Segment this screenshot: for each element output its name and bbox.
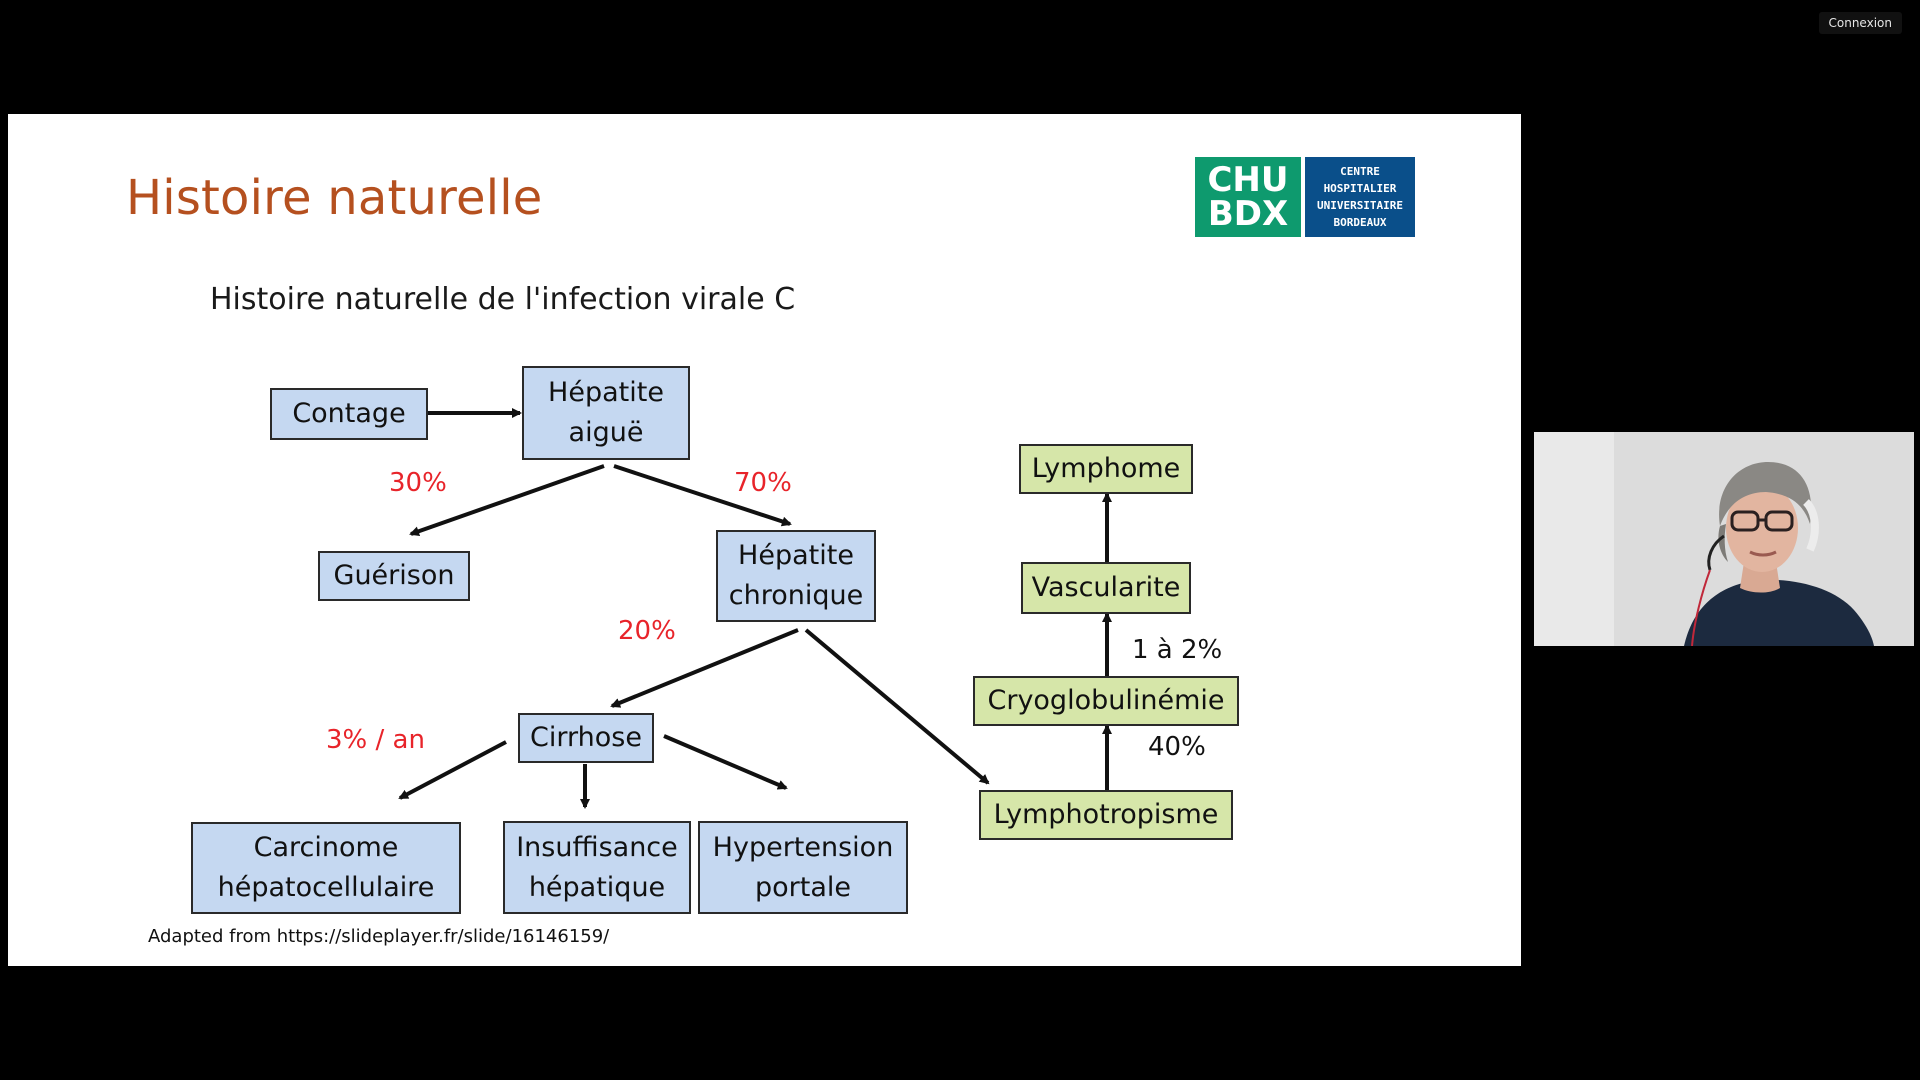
logo-line: CENTRE <box>1340 165 1380 178</box>
node-label: Lymphome <box>1031 453 1181 484</box>
arrow-aigue-to-guerison <box>409 464 605 537</box>
logo-line: BORDEAUX <box>1333 216 1387 229</box>
node-cirrhose: Cirrhose <box>518 713 654 763</box>
node-guerison: Guérison <box>318 551 470 601</box>
node-label: Vascularite <box>1031 572 1181 603</box>
node-hepatite-aigue: Hépatite aiguë <box>522 366 690 460</box>
node-vascularite: Vascularite <box>1021 562 1191 614</box>
label-70-percent: 70% <box>734 468 792 498</box>
node-label: Carcinome <box>253 832 399 863</box>
participant-avatar-image <box>1534 432 1914 646</box>
slide-title: Histoire naturelle <box>126 170 543 226</box>
label-40-percent: 40% <box>1148 732 1206 762</box>
chu-bordeaux-logo: CHU BDX CENTRE HOSPITALIER UNIVERSITAIRE… <box>1195 157 1415 237</box>
diagram-heading: Histoire naturelle de l'infection virale… <box>210 282 796 317</box>
node-carcinome: Carcinome hépatocellulaire <box>191 822 461 914</box>
node-lymphotropisme: Lymphotropisme <box>979 790 1233 840</box>
node-cryoglobulinemie: Cryoglobulinémie <box>973 676 1239 726</box>
node-label: hépatique <box>528 871 666 903</box>
node-label: Hypertension <box>712 831 894 863</box>
node-label: aiguë <box>568 417 644 448</box>
node-label: Guérison <box>333 560 455 591</box>
arrow-chronique-to-lymphotropisme <box>804 628 990 785</box>
arrow-chronique-to-cirrhose <box>610 628 799 708</box>
node-label: Cirrhose <box>530 722 642 753</box>
label-1-to-2-percent: 1 à 2% <box>1132 635 1223 665</box>
logo-chu-block: CHU BDX <box>1195 157 1301 237</box>
node-lymphome: Lymphome <box>1019 444 1193 494</box>
node-label: Hépatite <box>738 540 854 571</box>
node-insuffisance: Insuffisance hépatique <box>503 821 691 914</box>
logo-chu-text: CHU <box>1207 160 1289 200</box>
source-citation: Adapted from https://slideplayer.fr/slid… <box>148 926 610 947</box>
label-3-percent-per-year: 3% / an <box>326 725 425 755</box>
diagram-arrows <box>398 408 1112 809</box>
participant-webcam-video[interactable] <box>1534 432 1914 646</box>
logo-bdx-text: BDX <box>1207 194 1289 234</box>
node-hepatite-chronique: Hépatite chronique <box>716 530 876 622</box>
logo-name-block: CENTRE HOSPITALIER UNIVERSITAIRE BORDEAU… <box>1305 157 1415 237</box>
node-contage: Contage <box>270 388 428 440</box>
node-label: Lymphotropisme <box>993 799 1219 830</box>
node-label: Cryoglobulinémie <box>987 685 1225 716</box>
node-label: portale <box>754 871 851 903</box>
node-label: Hépatite <box>548 377 664 408</box>
label-30-percent: 30% <box>389 468 447 498</box>
node-label: hépatocellulaire <box>217 872 435 903</box>
node-label: Contage <box>292 398 406 429</box>
node-label: chronique <box>728 580 864 611</box>
arrow-cirrhose-to-hypertension <box>663 734 788 790</box>
arrow-aigue-to-chronique <box>613 464 792 527</box>
logo-line: UNIVERSITAIRE <box>1316 199 1404 212</box>
arrow-cirrhose-to-carcinome <box>398 740 507 800</box>
shared-slide: Histoire naturelle CHU BDX CENTRE HOSPIT… <box>8 114 1521 966</box>
label-20-percent: 20% <box>618 616 676 646</box>
node-label: Insuffisance <box>516 831 678 863</box>
node-hypertension: Hypertension portale <box>698 821 908 914</box>
logo-line: HOSPITALIER <box>1323 182 1397 195</box>
connection-button[interactable]: Connexion <box>1818 12 1902 34</box>
